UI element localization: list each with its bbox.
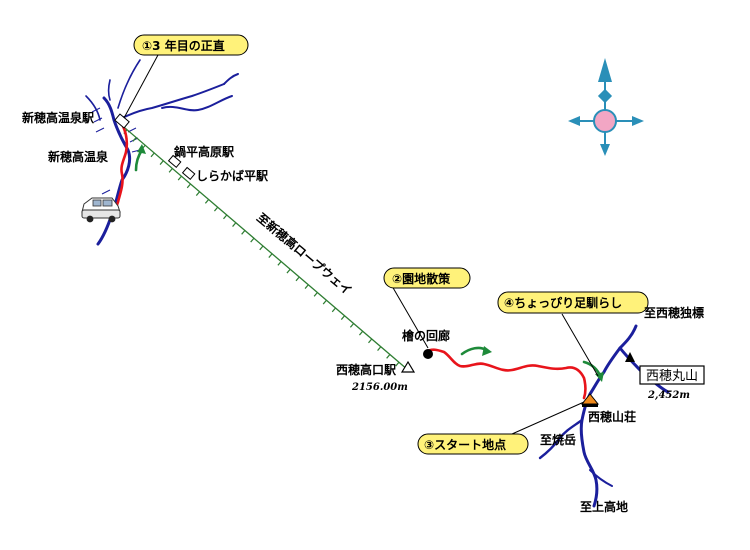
ropeway-tick	[295, 276, 300, 282]
ropeway-tick	[349, 323, 355, 328]
ropeway-tick	[150, 152, 155, 158]
ropeway-tick	[268, 253, 273, 258]
ropeway-tick	[195, 191, 201, 196]
summit-triangle-icon	[625, 352, 635, 362]
ropeway-line	[117, 121, 409, 371]
ropeway-tick	[313, 292, 318, 297]
callout-label: ②園地散策	[392, 271, 451, 286]
ropeway-tick	[358, 330, 364, 336]
label-hinoki-kairo: 檜の回廊	[402, 328, 450, 343]
ropeway-tick	[213, 206, 219, 212]
ropeway-tick	[286, 268, 291, 274]
peak-label-box: 西穂丸山	[639, 365, 705, 385]
label-nishihotaka-guchi-station: 西穂高口駅	[336, 362, 397, 377]
ropeway-tick	[186, 183, 191, 189]
mountain-hut-icon	[580, 393, 600, 407]
ropeway-tick	[204, 199, 210, 204]
label-peak-elevation: 2,452m	[647, 390, 690, 401]
label-nishihotaka-sanso: 西穂山荘	[588, 409, 636, 424]
ropeway-tick	[232, 222, 237, 227]
ropeway-tick	[340, 315, 346, 320]
label-shirakabadaira-station: しらかば平駅	[196, 168, 269, 183]
label-to-kamikochi: 至上高地	[580, 499, 628, 514]
label-station-elevation: 2156.00m	[351, 382, 408, 393]
ropeway-station-icon	[400, 360, 416, 373]
ropeway-tick	[250, 237, 255, 243]
ropeway-tick	[386, 354, 391, 359]
label-shinhotaka-onsen: 新穂高温泉	[48, 149, 109, 164]
label-ropeway: 至新穂高ロープウェイ	[254, 210, 355, 298]
label-to-yakedake: 至焼岳	[540, 432, 576, 447]
ropeway-tick	[132, 137, 137, 142]
ropeway-tick	[277, 261, 282, 266]
ropeway-tick	[241, 230, 246, 235]
ropeway-tick	[168, 168, 173, 173]
callout-start-point: ③スタート地点	[417, 401, 585, 455]
direction-arrow-icon	[134, 144, 146, 172]
direction-arrow-icon	[460, 346, 492, 356]
ropeway-tick	[223, 214, 228, 220]
direction-arrow-icon	[582, 360, 604, 382]
label-to-nishihotaka-dokuhyo: 至西穂独標	[644, 305, 704, 320]
ropeway-tick	[395, 361, 400, 367]
label-peak-name: 西穂丸山	[646, 369, 698, 384]
ropeway-tick	[377, 346, 382, 351]
hiking-route	[112, 122, 587, 400]
callout-3rd-year: ①3 年目の正直	[123, 34, 249, 119]
compass-rose-icon	[568, 58, 644, 156]
landmark-dot-icon	[423, 349, 433, 359]
ropeway-tick	[368, 338, 373, 344]
ropeway-tick	[331, 307, 336, 313]
ropeway-tick	[259, 245, 264, 251]
car-icon	[81, 197, 121, 223]
callout-garden-walk: ②園地散策	[383, 267, 471, 349]
label-nabedaira-station: 鍋平高原駅	[174, 144, 235, 159]
callout-label: ③スタート地点	[424, 437, 506, 452]
ropeway-tick	[159, 160, 164, 165]
ropeway-station-icon	[114, 113, 196, 180]
callout-label: ④ちょっぴり足馴らし	[504, 295, 622, 310]
ropeway-tick	[304, 284, 309, 289]
ropeway-tick	[177, 175, 182, 181]
ropeway-tick	[322, 299, 327, 305]
callout-warm-up: ④ちょっぴり足馴らし	[497, 291, 649, 377]
callout-label: ①3 年目の正直	[142, 38, 225, 53]
label-shinhotaka-onsen-station: 新穂高温泉駅	[22, 110, 95, 125]
